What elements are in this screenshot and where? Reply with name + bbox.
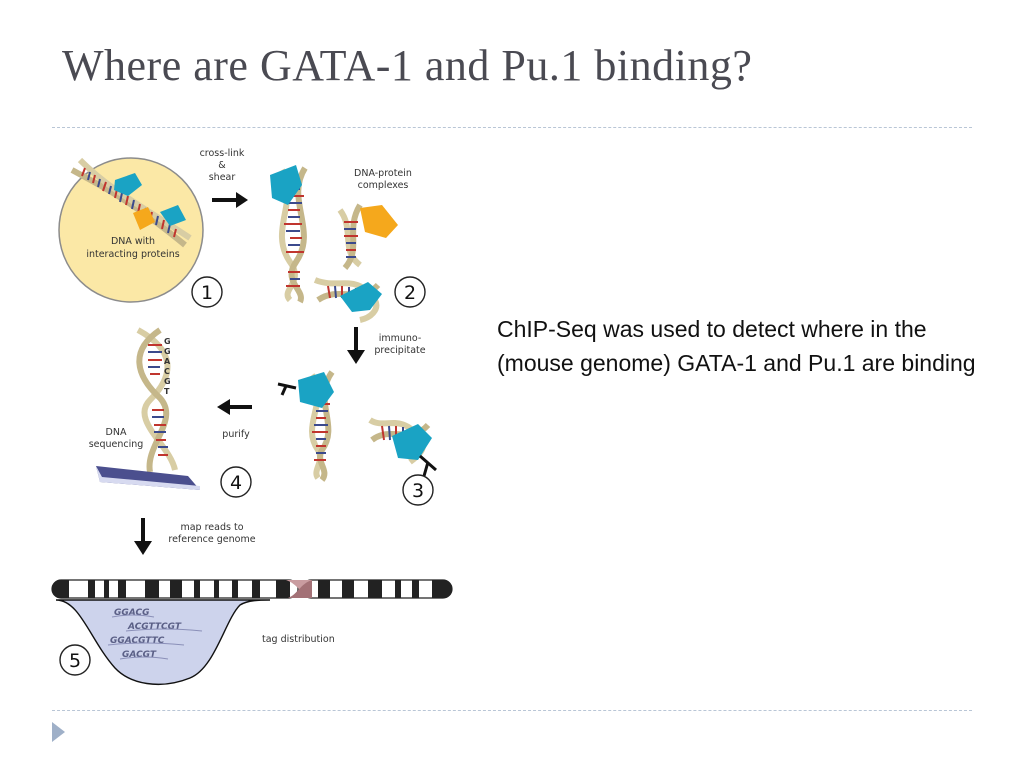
step-4-circle: [220, 466, 252, 498]
label-shear: shear: [209, 172, 236, 183]
step-3-immunoprecipitate: [277, 370, 437, 482]
label-map-reads: map reads to: [180, 522, 243, 533]
label-dna-protein: DNA-protein: [354, 168, 412, 179]
label-purify: purify: [222, 429, 250, 440]
protein-teal-1: [114, 173, 142, 196]
read-2: ACGTTCGT: [127, 622, 182, 632]
footer-divider: [52, 710, 972, 711]
label-dna-with: DNA with: [111, 236, 155, 247]
step-4-sequencing: G G A C G T DNA sequencing: [89, 327, 200, 490]
read-4: GACGT: [122, 650, 157, 660]
step-1-number: 1: [201, 282, 213, 304]
label-complexes: complexes: [358, 180, 409, 191]
protein-teal-2: [160, 205, 186, 226]
label-dna: DNA: [106, 427, 127, 438]
step-3-circle: [402, 474, 434, 506]
protein-teal-4: [340, 282, 382, 312]
step-3-number: 3: [412, 480, 424, 502]
protein-teal-6: [392, 424, 432, 460]
step-1-nucleus: DNA with interacting proteins: [58, 157, 204, 303]
label-precipitate: precipitate: [374, 345, 425, 356]
label-sequencing: sequencing: [89, 439, 144, 450]
label-interacting-proteins: interacting proteins: [86, 249, 179, 260]
label-cross-link: cross-link: [200, 148, 245, 159]
sequence-letter-3: A: [164, 357, 171, 366]
label-immuno: immuno-: [379, 333, 422, 344]
chromosome: [51, 579, 453, 599]
protein-teal-3: [270, 165, 302, 205]
sequence-letter-2: G: [164, 347, 171, 356]
sequence-letter-5: G: [164, 377, 171, 386]
sequence-letter-6: T: [164, 387, 170, 396]
sequence-letter-4: C: [164, 367, 170, 376]
read-1: GGACG: [114, 608, 149, 618]
protein-orange-2: [360, 205, 398, 238]
step-2-number: 2: [404, 282, 416, 304]
step-4-number: 4: [230, 472, 242, 494]
slide-body-text: ChIP-Seq was used to detect where in the…: [497, 316, 976, 376]
antibody-icon-2: [419, 454, 437, 477]
read-3: GGACGTTC: [110, 636, 165, 646]
sequence-letter-1: G: [164, 337, 171, 346]
step-5-tag-distribution: GGACG ACGTTCGT GGACGTTC GACGT tag distri…: [51, 579, 453, 685]
protein-orange-1: [133, 207, 155, 230]
label-reference-genome: reference genome: [168, 534, 255, 545]
step-1-circle: [191, 276, 223, 308]
antibody-icon: [277, 382, 297, 396]
arrow-right-head-icon: [236, 192, 248, 208]
arrow-down-head-icon: [347, 350, 365, 364]
play-arrow-icon: [52, 722, 65, 742]
step-2-complexes: DNA-protein complexes: [270, 165, 412, 323]
step-2-circle: [394, 276, 426, 308]
label-tag-distribution: tag distribution: [262, 634, 335, 645]
title-divider: [52, 127, 972, 128]
arrow-left-head-icon: [217, 399, 230, 415]
label-ampersand: &: [218, 160, 226, 171]
step-5-circle: [59, 644, 91, 676]
arrow-down-head-icon-2: [134, 541, 152, 555]
tag-distribution-curve: [55, 599, 271, 685]
slide-title: Where are GATA-1 and Pu.1 binding?: [62, 41, 753, 90]
protein-teal-5: [298, 372, 334, 408]
step-5-number: 5: [69, 650, 81, 672]
